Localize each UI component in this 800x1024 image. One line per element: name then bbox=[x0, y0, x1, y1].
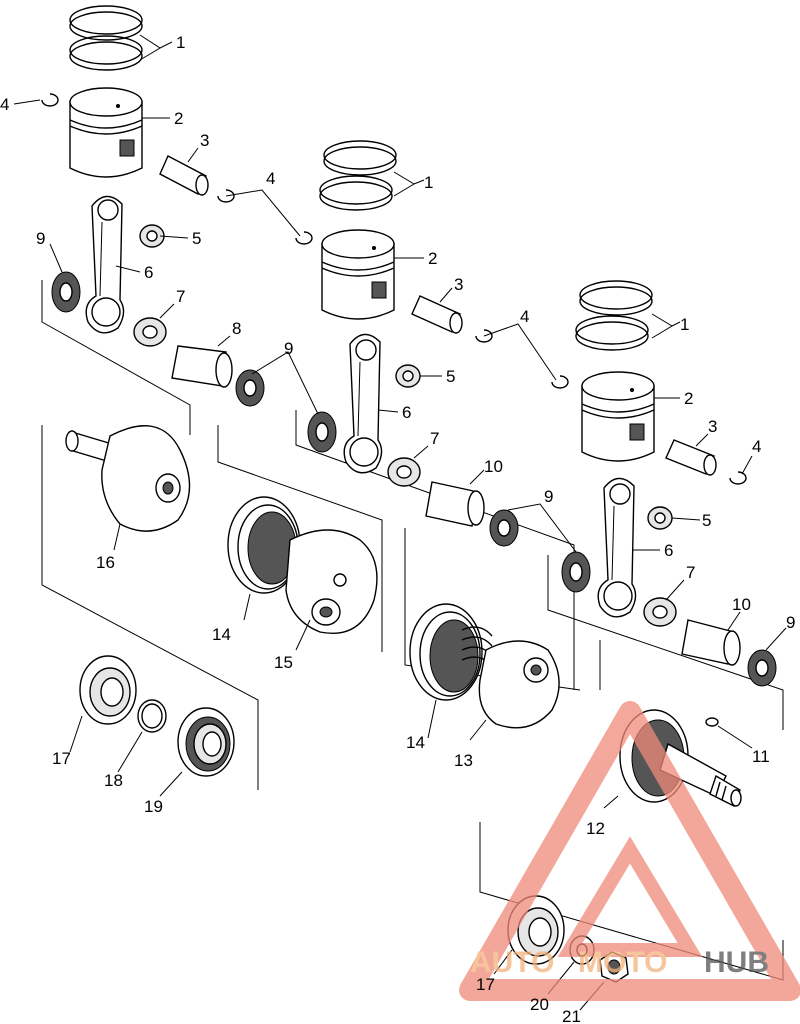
needle-bearing-large-3 bbox=[643, 597, 677, 627]
piston-1 bbox=[69, 87, 143, 178]
thrust-washer-3b bbox=[747, 649, 777, 687]
connecting-rod-2 bbox=[343, 333, 383, 474]
callout-7: 7 bbox=[686, 563, 695, 582]
callout-3: 3 bbox=[200, 131, 209, 150]
group-outlines bbox=[41, 280, 784, 981]
circlip-2b bbox=[475, 329, 493, 343]
crankpin-10b bbox=[681, 619, 741, 666]
callout-8: 8 bbox=[232, 319, 241, 338]
watermark-text-hub: HUB bbox=[704, 946, 769, 979]
callout-3: 3 bbox=[708, 417, 717, 436]
watermark-text-moto: MOTO bbox=[578, 946, 667, 979]
circlip-3b bbox=[729, 471, 747, 485]
piston-assembly-1 bbox=[41, 5, 265, 407]
crankpin-10a bbox=[425, 481, 485, 527]
woodruff-key-11 bbox=[705, 717, 719, 727]
callout-21: 21 bbox=[562, 1007, 581, 1024]
callout-5: 5 bbox=[192, 229, 201, 248]
callout-6: 6 bbox=[144, 263, 153, 282]
crank-web-15-with-seal-14 bbox=[227, 496, 378, 634]
thrust-washer-3a bbox=[561, 551, 591, 593]
piston-3 bbox=[581, 371, 655, 462]
callout-11: 11 bbox=[752, 747, 770, 766]
main-bearing-17-left bbox=[79, 655, 137, 725]
piston-rings-3 bbox=[575, 280, 653, 351]
callout-labels: 1 1 1 2 2 2 3 3 3 4 4 4 4 5 5 5 6 6 6 7 … bbox=[0, 33, 795, 1024]
callout-9: 9 bbox=[36, 229, 45, 248]
callout-6: 6 bbox=[664, 541, 673, 560]
callout-10: 10 bbox=[484, 457, 503, 476]
callout-17: 17 bbox=[52, 749, 71, 768]
callout-9: 9 bbox=[284, 339, 293, 358]
crank-end-16 bbox=[65, 425, 191, 532]
piston-rings-2 bbox=[319, 140, 397, 211]
callout-18: 18 bbox=[104, 771, 123, 790]
snap-ring-18 bbox=[137, 699, 167, 733]
nut-21 bbox=[599, 951, 629, 983]
callout-17: 17 bbox=[476, 975, 495, 994]
needle-bearing-large-2 bbox=[387, 457, 421, 487]
callout-14: 14 bbox=[406, 733, 425, 752]
callout-1: 1 bbox=[680, 315, 689, 334]
callout-5: 5 bbox=[446, 367, 455, 386]
circlip-3a bbox=[551, 375, 569, 389]
piston-pin-1 bbox=[159, 155, 209, 196]
crankpin-8 bbox=[171, 345, 233, 388]
needle-bearing-small-2 bbox=[395, 364, 421, 388]
callout-9: 9 bbox=[786, 613, 795, 632]
watermark-logo: AUTO MOTO HUB bbox=[459, 701, 800, 1001]
callout-14: 14 bbox=[212, 625, 231, 644]
connecting-rod-3 bbox=[597, 477, 637, 618]
callout-6: 6 bbox=[402, 403, 411, 422]
circlip-2a bbox=[295, 231, 313, 245]
callout-20: 20 bbox=[530, 995, 549, 1014]
piston-2 bbox=[321, 229, 395, 320]
connecting-rod-1 bbox=[85, 195, 125, 334]
callout-15: 15 bbox=[274, 653, 293, 672]
callout-4: 4 bbox=[520, 307, 529, 326]
callout-10: 10 bbox=[732, 595, 751, 614]
callout-4: 4 bbox=[0, 95, 9, 114]
piston-assembly-3 bbox=[551, 280, 777, 687]
circlip-1a bbox=[41, 93, 59, 107]
callout-7: 7 bbox=[430, 429, 439, 448]
callout-5: 5 bbox=[702, 511, 711, 530]
piston-pin-3 bbox=[665, 439, 717, 476]
callout-1: 1 bbox=[424, 173, 433, 192]
callout-13: 13 bbox=[454, 751, 473, 770]
callout-2: 2 bbox=[684, 389, 693, 408]
main-bearing-19 bbox=[177, 707, 235, 777]
callout-9: 9 bbox=[544, 487, 553, 506]
callout-4: 4 bbox=[266, 169, 275, 188]
thrust-washer-1a bbox=[51, 271, 81, 313]
needle-bearing-small-3 bbox=[647, 506, 673, 530]
thrust-washer-2a bbox=[307, 411, 337, 453]
callout-3: 3 bbox=[454, 275, 463, 294]
callout-2: 2 bbox=[174, 109, 183, 128]
watermark-text-auto: AUTO bbox=[470, 946, 554, 979]
circlip-1b bbox=[217, 189, 235, 203]
callout-1: 1 bbox=[176, 33, 185, 52]
thrust-washer-2b bbox=[489, 509, 519, 547]
callout-16: 16 bbox=[96, 553, 115, 572]
crank-web-13-with-seal-14 bbox=[409, 603, 560, 729]
thrust-washer-1b bbox=[235, 369, 265, 407]
leader-lines bbox=[13, 34, 787, 1011]
needle-bearing-large-1 bbox=[133, 317, 167, 347]
callout-19: 19 bbox=[144, 797, 163, 816]
callout-4: 4 bbox=[752, 437, 761, 456]
piston-rings-1 bbox=[69, 5, 143, 71]
callout-2: 2 bbox=[428, 249, 437, 268]
piston-assembly-2 bbox=[295, 140, 519, 547]
callout-12: 12 bbox=[586, 819, 605, 838]
callout-7: 7 bbox=[176, 287, 185, 306]
piston-pin-2 bbox=[411, 295, 463, 334]
